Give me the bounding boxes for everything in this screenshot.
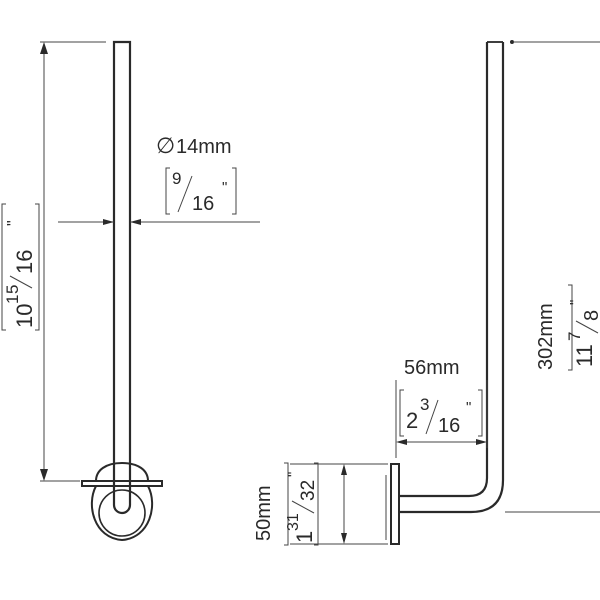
side-height-fraction-slash <box>575 320 599 334</box>
flange-side <box>390 463 400 545</box>
base-arrow-top <box>341 464 347 475</box>
diameter-bracket-left <box>165 167 170 215</box>
side-height-bracket <box>568 284 573 371</box>
rod-side-inner <box>400 42 505 514</box>
diameter-bracket-right <box>232 167 237 215</box>
front-view: 10 1 5 16 " ∅ 14mm 9 16 " <box>1 40 260 542</box>
height-inch-mark: " <box>5 220 22 226</box>
height-denominator: 16 <box>12 250 37 274</box>
rod-side-outer <box>400 42 489 498</box>
base-arrow-bottom <box>341 533 347 544</box>
diameter-numerator: 9 <box>172 169 181 188</box>
base-bracket-top <box>284 462 289 546</box>
offset-arrow-right <box>476 439 487 445</box>
flange-outline <box>90 485 154 542</box>
side-height-label: 302mm 11 7 8 " <box>535 284 600 371</box>
base-label: 50mm 1 31 32 " <box>253 462 319 546</box>
side-height-whole: 11 <box>572 344 597 367</box>
offset-denominator: 16 <box>438 415 460 437</box>
height-fraction-slash <box>9 275 33 289</box>
side-height-denominator: 8 <box>581 310 600 321</box>
diameter-metric: 14mm <box>176 136 232 158</box>
height-numerator: 1 <box>3 295 22 304</box>
height-bracket-top <box>1 203 6 331</box>
base-numerator: 31 <box>285 513 302 531</box>
height-bracket-bottom <box>35 203 40 331</box>
height-arrow-bottom <box>40 469 48 481</box>
offset-numerator: 3 <box>420 395 429 414</box>
offset-bracket-left <box>399 389 404 437</box>
flange-plate <box>81 480 163 487</box>
offset-metric: 56mm <box>404 357 460 379</box>
base-bracket-bottom <box>314 462 319 546</box>
offset-whole: 2 <box>406 408 418 433</box>
flange-disc <box>98 489 146 537</box>
base-fraction-slash <box>291 500 315 514</box>
rod-end-mark <box>510 40 514 44</box>
offset-bracket-right <box>478 389 483 437</box>
side-height-metric: 302mm <box>535 303 557 370</box>
side-height-numerator: 7 <box>565 332 584 341</box>
diameter-inch-mark: " <box>222 179 227 196</box>
height-inch-label: 10 1 5 16 " <box>1 203 40 331</box>
offset-fraction-slash <box>425 399 439 435</box>
diameter-arrow-right <box>130 219 141 225</box>
base-whole: 1 <box>292 531 317 543</box>
diameter-denominator: 16 <box>192 193 214 215</box>
flange-top-arc <box>95 461 149 482</box>
height-whole: 10 <box>12 304 37 328</box>
side-height-inch-mark: " <box>567 300 584 305</box>
height-numerator-2: 5 <box>3 285 22 294</box>
diameter-fraction-slash <box>177 175 193 213</box>
base-metric: 50mm <box>253 485 275 541</box>
diameter-arrow-left <box>103 219 114 225</box>
diameter-symbol: ∅ <box>156 133 175 158</box>
rod-front <box>112 40 132 515</box>
offset-arrow-left <box>396 439 407 445</box>
base-denominator: 32 <box>298 480 319 501</box>
height-arrow-top <box>40 42 48 54</box>
side-view: 302mm 11 7 8 " 56mm 2 3 16 " 50mm <box>253 40 600 546</box>
base-inch-mark: " <box>285 472 302 477</box>
offset-inch-mark: " <box>466 399 471 416</box>
